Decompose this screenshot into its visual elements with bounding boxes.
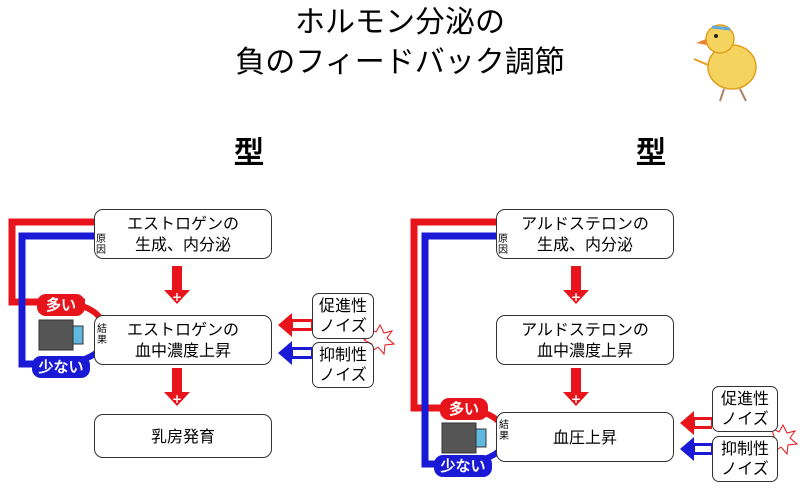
left-promote-noise: 促進性 ノイズ — [312, 293, 374, 339]
left-source-line1: エストロゲンの — [126, 214, 239, 233]
right-source-side-label: 原因 — [498, 234, 508, 256]
left-level-line2: 血中濃度上昇 — [134, 341, 231, 360]
left-level-line1: エストロゲンの — [126, 320, 239, 339]
right-source-line2: 生成、内分泌 — [536, 235, 633, 254]
left-many-badge: 多い — [37, 294, 85, 316]
left-plus-2: + — [171, 392, 183, 406]
right-effect-side-label: 結果 — [499, 420, 509, 442]
right-many-badge: 多い — [440, 398, 488, 420]
left-type-label: 型 — [234, 136, 264, 171]
right-camera-icon — [441, 422, 487, 454]
left-level-box: エストロゲンの 血中濃度上昇 — [94, 315, 272, 365]
right-promote-line2: ノイズ — [721, 409, 769, 428]
right-effect-box: 血圧上昇 — [496, 412, 674, 462]
right-inhibit-line1: 抑制性 — [720, 439, 769, 458]
right-level-line2: 血中濃度上昇 — [536, 341, 633, 360]
left-promote-line1: 促進性 — [318, 296, 367, 315]
left-effect-box: 乳房発育 — [94, 414, 272, 458]
right-promote-noise: 促進性 ノイズ — [712, 386, 778, 432]
left-inhibit-arrow — [278, 341, 312, 365]
left-promote-arrow — [278, 313, 312, 337]
right-inhibit-arrow — [680, 437, 712, 461]
left-inhibit-noise: 抑制性 ノイズ — [312, 342, 374, 388]
title-line-2: 負のフィードバック調節 — [235, 45, 565, 80]
right-source-box: アルドステロンの 生成、内分泌 — [496, 209, 674, 259]
right-type-label: 型 — [636, 136, 666, 171]
right-arrow-source-to-level — [563, 266, 589, 304]
right-inhibit-line2: ノイズ — [721, 459, 769, 478]
left-arrow-source-to-level — [164, 266, 190, 304]
left-arrow-level-to-effect — [164, 368, 190, 406]
chick-illustration — [693, 24, 757, 102]
right-inhibit-noise: 抑制性 ノイズ — [712, 436, 778, 482]
right-effect-text: 血圧上昇 — [552, 427, 617, 447]
right-plus-1: + — [570, 290, 582, 304]
left-inhibit-line1: 抑制性 — [318, 345, 367, 364]
left-source-line2: 生成、内分泌 — [134, 235, 231, 254]
right-level-line1: アルドステロンの — [521, 320, 649, 339]
right-plus-2: + — [570, 392, 582, 406]
left-camera-icon — [38, 319, 84, 351]
left-promote-line2: ノイズ — [319, 316, 367, 335]
left-level-side-label: 結果 — [97, 324, 107, 346]
right-level-box: アルドステロンの 血中濃度上昇 — [496, 315, 674, 365]
left-few-badge: 少ない — [32, 356, 90, 378]
right-source-line1: アルドステロンの — [521, 214, 649, 233]
right-promote-arrow — [680, 411, 712, 435]
title-line-1: ホルモン分泌の — [295, 5, 505, 40]
left-inhibit-line2: ノイズ — [319, 365, 367, 384]
left-source-box: エストロゲンの 生成、内分泌 — [94, 209, 272, 259]
right-few-badge: 少ない — [434, 455, 492, 477]
left-effect-text: 乳房発育 — [150, 426, 215, 446]
left-source-side-label: 原因 — [96, 234, 106, 256]
right-promote-line1: 促進性 — [720, 389, 769, 408]
left-plus-1: + — [171, 290, 183, 304]
right-arrow-level-to-effect — [563, 368, 589, 406]
